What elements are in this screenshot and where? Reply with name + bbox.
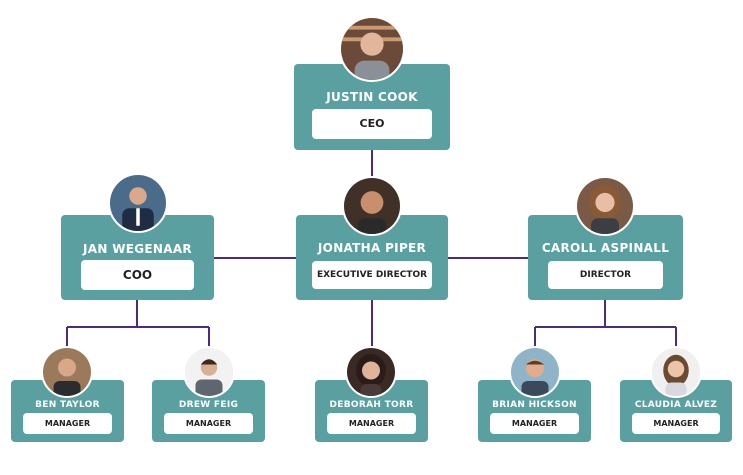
person-role: MANAGER: [164, 413, 253, 434]
org-node-brian-hickson[interactable]: BRIAN HICKSON MANAGER: [478, 346, 591, 442]
claudia-alvez-avatar-icon: [650, 346, 702, 398]
person-name: CLAUDIA ALVEZ: [634, 400, 718, 410]
caroll-aspinall-avatar-icon: [575, 176, 635, 236]
person-name: JUSTIN COOK: [326, 90, 418, 104]
person-role: CEO: [312, 109, 432, 139]
deborah-torr-avatar-icon: [345, 346, 397, 398]
person-name: BRIAN HICKSON: [492, 400, 577, 410]
person-role: COO: [81, 260, 194, 290]
person-name: CAROLL ASPINALL: [541, 241, 670, 255]
org-node-ben-taylor[interactable]: BEN TAYLOR MANAGER: [11, 346, 124, 442]
brian-hickson-avatar-icon: [509, 346, 561, 398]
person-role: EXECUTIVE DIRECTOR: [312, 261, 432, 289]
org-node-jan-wegenaar[interactable]: JAN WEGENAAR COO: [61, 173, 214, 300]
org-node-deborah-torr[interactable]: DEBORAH TORR MANAGER: [315, 346, 428, 442]
org-node-jonatha-piper[interactable]: JONATHA PIPER EXECUTIVE DIRECTOR: [296, 176, 448, 300]
org-node-justin-cook[interactable]: JUSTIN COOK CEO: [294, 16, 450, 150]
justin-cook-avatar-icon: [339, 16, 405, 82]
ben-taylor-avatar-icon: [41, 346, 93, 398]
person-role: MANAGER: [632, 413, 720, 434]
jonatha-piper-avatar-icon: [342, 176, 402, 236]
person-role: MANAGER: [327, 413, 416, 434]
person-role: MANAGER: [490, 413, 579, 434]
org-node-claudia-alvez[interactable]: CLAUDIA ALVEZ MANAGER: [620, 346, 732, 442]
person-name: DREW FEIG: [178, 400, 239, 410]
org-node-drew-feig[interactable]: DREW FEIG MANAGER: [152, 346, 265, 442]
person-role: DIRECTOR: [548, 261, 663, 289]
org-node-caroll-aspinall[interactable]: CAROLL ASPINALL DIRECTOR: [528, 176, 683, 300]
person-name: JONATHA PIPER: [317, 241, 427, 255]
person-name: BEN TAYLOR: [35, 400, 100, 410]
person-name: JAN WEGENAAR: [83, 242, 192, 256]
jan-wegenaar-avatar-icon: [108, 173, 168, 233]
drew-feig-avatar-icon: [183, 346, 235, 398]
person-role: MANAGER: [23, 413, 112, 434]
person-name: DEBORAH TORR: [329, 400, 414, 410]
